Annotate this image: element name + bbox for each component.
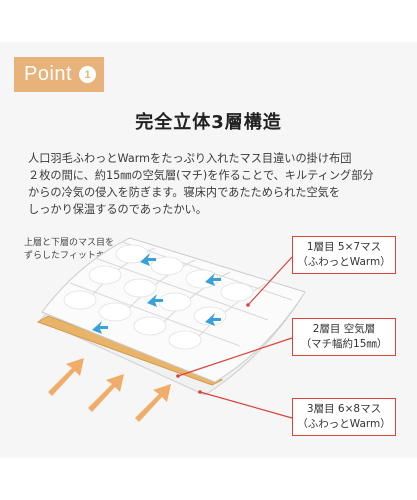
callout-line: 2層目 空気層 xyxy=(312,323,376,335)
description-line: しっかり保温するのであったかい。 xyxy=(28,203,207,216)
description: 人口羽毛ふわっとWarmをたっぷり入れたマス目違いの掛け布団 ２枚の間に、約15… xyxy=(28,150,400,218)
side-note: 上層と下層のマス目を ずらしたフィットキルト xyxy=(24,237,144,263)
description-line: からの冷気の侵入を防ぎます。寝床内であたためられた空気を xyxy=(28,186,341,199)
callout-layer-2: 2層目 空気層 （マチ幅約15㎜） xyxy=(292,318,396,356)
air-layer xyxy=(36,315,224,386)
blue-air-arrow-icon xyxy=(92,253,221,334)
callout-leaders xyxy=(176,256,293,419)
point-badge: Point 1 xyxy=(14,57,104,92)
side-note-line: 上層と下層のマス目を xyxy=(24,238,115,248)
side-note-line: ずらしたフィットキルト xyxy=(24,251,123,261)
callout-line: 3層目 6×8マス xyxy=(306,403,382,415)
description-line: ２枚の間に、約15㎜の空気層(マチ)を作ることで、キルティング部分 xyxy=(28,169,374,182)
callout-line: （マチ幅約15㎜） xyxy=(300,338,388,350)
orange-warm-arrow-icon xyxy=(48,358,171,422)
callout-layer-3: 3層目 6×8マス （ふわっとWarm） xyxy=(292,398,396,436)
callout-line: （ふわっとWarm） xyxy=(297,418,391,430)
point-badge-label: Point xyxy=(24,63,73,85)
page-title: 完全立体3層構造 xyxy=(135,112,282,133)
callout-line: （ふわっとWarm） xyxy=(297,256,391,268)
description-line: 人口羽毛ふわっとWarmをたっぷり入れたマス目違いの掛け布団 xyxy=(28,152,352,165)
top-quilt-layer xyxy=(41,237,306,383)
point-badge-number: 1 xyxy=(79,66,97,83)
callout-line: 1層目 5×7マス xyxy=(306,241,382,253)
callout-layer-1: 1層目 5×7マス （ふわっとWarm） xyxy=(292,236,396,274)
